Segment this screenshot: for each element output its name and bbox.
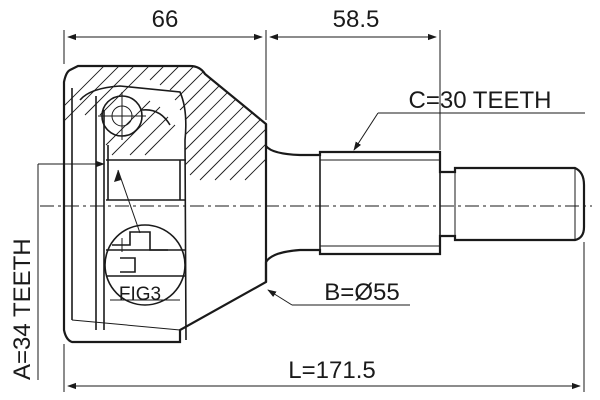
inner-teeth-label: A=34 TEETH [9, 238, 36, 380]
dimension-66: 66 [63, 6, 267, 120]
fig3-leader [114, 169, 141, 234]
outer-teeth-leader: C=30 TEETH [353, 87, 585, 151]
dimension-58-5: 58.5 [269, 6, 441, 150]
diameter-leader: B=Ø55 [267, 279, 410, 306]
inner-teeth-leader: A=34 TEETH [9, 160, 105, 380]
dimension-58-5-label: 58.5 [333, 6, 380, 33]
fig3-label: FIG3 [119, 284, 161, 305]
output-shaft [264, 124, 586, 282]
housing-hatching [64, 66, 266, 181]
dimension-total: L=171.5 [63, 242, 585, 392]
diameter-label: B=Ø55 [324, 279, 399, 306]
total-length-label: L=171.5 [288, 357, 375, 384]
fig3-callout: FIG3 [104, 224, 186, 306]
ball-top [98, 92, 171, 140]
dimension-66-label: 66 [152, 6, 179, 33]
joint-housing [62, 64, 268, 344]
outer-teeth-label: C=30 TEETH [409, 87, 552, 114]
